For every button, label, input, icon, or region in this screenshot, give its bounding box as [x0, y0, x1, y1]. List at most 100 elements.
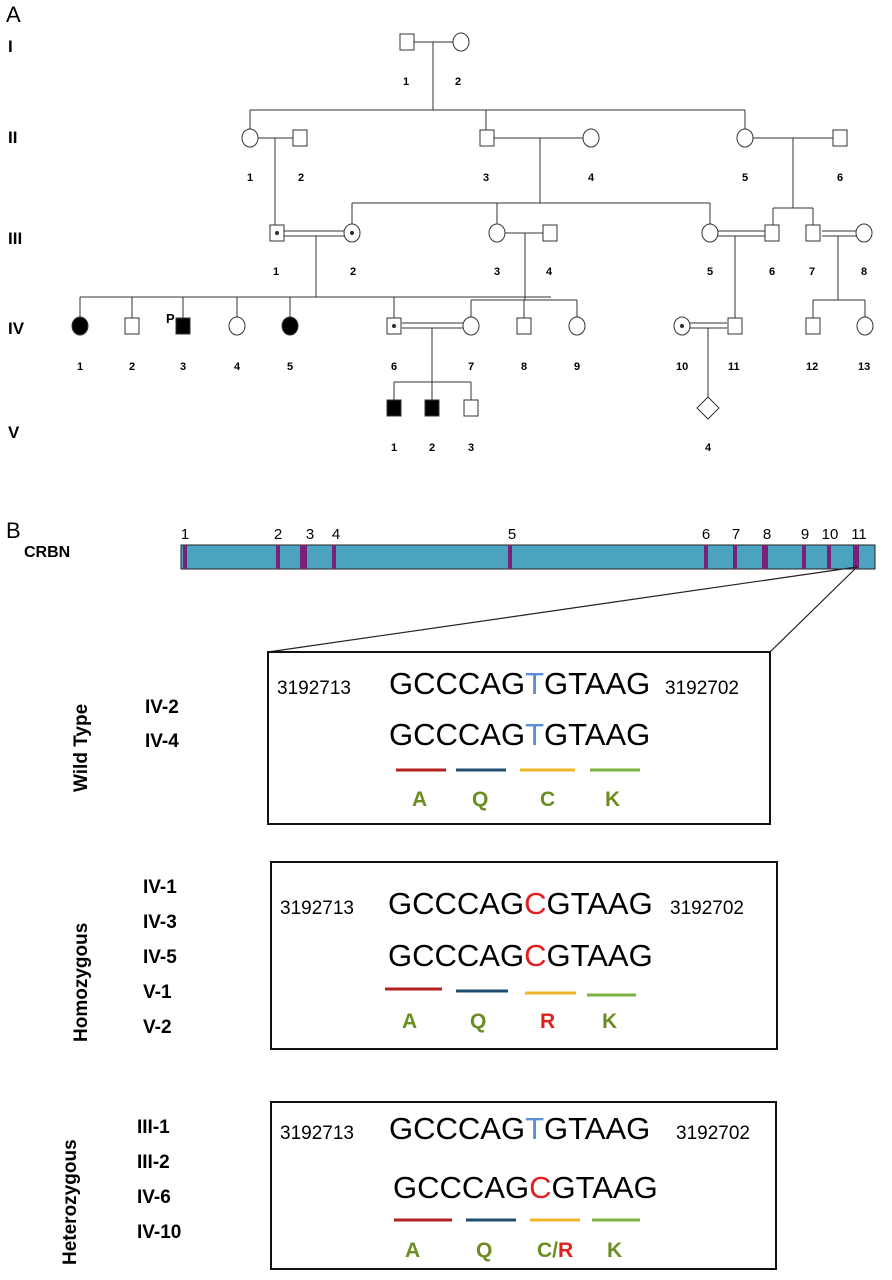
- individual-label: 1: [403, 76, 409, 88]
- individual-label: 6: [837, 172, 843, 184]
- generation-label: I: [8, 37, 13, 56]
- amino-acid: K: [607, 1239, 622, 1262]
- carrier-dot: [349, 230, 355, 236]
- coord-right: 3192702: [665, 678, 739, 699]
- carrier-dot: [391, 323, 397, 329]
- male-symbol: [542, 224, 558, 242]
- exon-labels: 1 2 3 4 5 6 7 8 9 10 11: [181, 526, 867, 543]
- individual-label: 13: [858, 361, 870, 373]
- individual-label: 4: [588, 172, 595, 184]
- coord-right: 3192702: [676, 1123, 750, 1144]
- sequence-box: [270, 1101, 777, 1270]
- sequence-line: GCCCAGCGTAAG: [388, 886, 653, 921]
- exon-label: 4: [332, 526, 340, 543]
- sequence-line: GCCCAGTGTAAG: [389, 717, 650, 752]
- individual-label: 2: [298, 172, 304, 184]
- female-symbol: [568, 316, 586, 336]
- exon-label: 10: [822, 526, 839, 543]
- exon-label: 3: [306, 526, 314, 543]
- exon-label: 8: [763, 526, 771, 543]
- male-symbol: [805, 224, 821, 242]
- amino-acid: K: [605, 788, 620, 811]
- individual-id: IV-4: [145, 731, 179, 752]
- amino-acid: C: [540, 788, 555, 811]
- individual-label: 6: [391, 361, 397, 373]
- individual-label: 5: [742, 172, 748, 184]
- zoom-line: [267, 566, 858, 653]
- sequence-line: GCCCAGTGTAAG: [389, 1111, 650, 1146]
- exon-mark: [183, 545, 187, 569]
- individual-id: IV-1: [143, 877, 177, 898]
- male-symbol: [764, 224, 780, 242]
- female-symbol: [701, 223, 719, 243]
- unknown-sex-symbol: [696, 396, 720, 420]
- individual-label: 3: [180, 361, 186, 373]
- individual-label: 7: [468, 361, 474, 373]
- male-symbol: [124, 317, 140, 335]
- male-symbol: [805, 317, 821, 335]
- individual-label: 11: [728, 361, 740, 373]
- exon-mark: [276, 545, 280, 569]
- individual-id: IV-3: [143, 912, 177, 933]
- amino-acid: A: [405, 1239, 420, 1262]
- coord-left: 3192713: [280, 898, 354, 919]
- individual-labels: 1 2 1 2 3 4 5 6 1 2 3 4 5 6 7 8 1 2 3 4 …: [77, 76, 870, 454]
- coord-left: 3192713: [280, 1123, 354, 1144]
- individual-label: 7: [809, 266, 815, 278]
- exon-mark: [332, 545, 336, 569]
- group-label: Wild Type: [71, 704, 92, 792]
- affected-female-symbol: [71, 316, 89, 336]
- individual-id: IV-2: [145, 697, 179, 718]
- individual-label: 8: [521, 361, 527, 373]
- exon-label: 5: [508, 526, 516, 543]
- individual-label: 1: [391, 442, 397, 454]
- individual-label: 1: [247, 172, 253, 184]
- exon-mark: [827, 545, 831, 569]
- individual-label: 12: [806, 361, 818, 373]
- group-label: Homozygous: [71, 923, 92, 1042]
- male-symbol: [463, 399, 479, 417]
- exon-label: 7: [732, 526, 740, 543]
- pedigree-lines: [79, 41, 866, 400]
- group-label: Heterozygous: [60, 1139, 81, 1265]
- exon-label: 2: [274, 526, 282, 543]
- exon-mark: [508, 545, 512, 569]
- affected-male-symbol: [386, 399, 402, 417]
- generation-label: III: [8, 229, 22, 248]
- individual-label: 5: [287, 361, 293, 373]
- individual-label: 6: [769, 266, 775, 278]
- group-homozygous: Homozygous IV-1 IV-3 IV-5 V-1 V-2 319271…: [71, 861, 778, 1050]
- exon-label: 11: [851, 526, 867, 543]
- zoom-line: [769, 566, 858, 653]
- individual-id: IV-6: [137, 1187, 171, 1208]
- individual-id: IV-5: [143, 947, 177, 968]
- individual-label: 2: [350, 266, 356, 278]
- generation-label: IV: [8, 319, 25, 338]
- sequence-box: [267, 651, 771, 825]
- exon-mark: [853, 545, 859, 569]
- panel-a-label: A: [6, 2, 21, 27]
- individual-id: III-2: [137, 1152, 170, 1173]
- female-symbol: [582, 128, 600, 148]
- individual-id: V-1: [143, 982, 172, 1003]
- carrier-dot: [679, 323, 685, 329]
- female-symbol: [241, 128, 259, 148]
- exon-mark: [733, 545, 737, 569]
- exon-label: 1: [181, 526, 189, 543]
- male-symbol: [479, 129, 495, 147]
- female-symbol: [462, 316, 480, 336]
- exon-marks: [183, 545, 859, 569]
- group-wild-type: Wild Type IV-2 IV-4 3192713 3192702 GCCC…: [71, 651, 771, 825]
- individual-label: 2: [455, 76, 461, 88]
- exon-mark: [762, 545, 768, 569]
- male-symbol: [516, 317, 532, 335]
- individual-id: IV-10: [137, 1222, 181, 1243]
- generation-label: V: [8, 423, 20, 442]
- individual-label: 1: [77, 361, 83, 373]
- individual-label: 4: [234, 361, 241, 373]
- individual-label: 10: [676, 361, 688, 373]
- carrier-dot: [274, 230, 280, 236]
- male-symbol: [727, 317, 743, 335]
- individual-label: 9: [574, 361, 580, 373]
- individual-label: 5: [707, 266, 713, 278]
